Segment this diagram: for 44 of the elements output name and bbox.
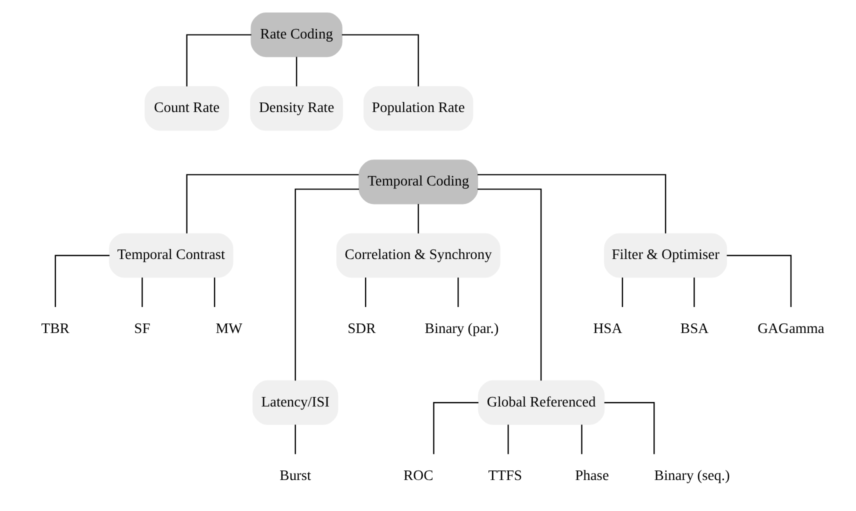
connector <box>342 34 419 86</box>
connector <box>433 402 478 454</box>
node-box: Global Referenced <box>478 380 605 425</box>
connector <box>214 278 216 307</box>
node-box: Temporal Contrast <box>109 233 234 278</box>
node-box: Density Rate <box>250 86 343 131</box>
node-text: Phase <box>575 468 609 484</box>
connector <box>458 278 459 307</box>
node-text: SF <box>134 320 150 337</box>
node-box: Rate Coding <box>250 12 342 58</box>
node-text: GAGamma <box>758 320 824 337</box>
connector <box>294 188 359 381</box>
node-box: Correlation & Synchrony <box>336 233 500 278</box>
node-text: MW <box>216 320 242 337</box>
node-text: BSA <box>680 320 709 337</box>
node-text: Binary (par.) <box>424 320 499 337</box>
connector <box>54 254 110 307</box>
connector <box>142 278 143 307</box>
connector <box>296 56 298 86</box>
connector <box>508 424 509 454</box>
connector <box>581 424 582 454</box>
connector <box>478 174 666 234</box>
connector <box>726 254 792 307</box>
connector <box>622 278 624 307</box>
connector <box>365 278 366 307</box>
connector <box>418 204 419 234</box>
connector <box>694 278 695 307</box>
node-box: Count Rate <box>144 86 230 131</box>
node-text: TTFS <box>488 468 522 484</box>
node-box: Latency/ISI <box>252 380 338 425</box>
node-text: SDR <box>348 320 376 337</box>
connector <box>294 424 296 454</box>
node-text: Binary (seq.) <box>654 468 730 484</box>
node-text: ROC <box>403 468 434 484</box>
node-box: Temporal Coding <box>358 160 478 204</box>
connector <box>604 402 655 454</box>
node-text: HSA <box>593 320 622 337</box>
node-box: Population Rate <box>363 86 474 131</box>
connector <box>186 34 252 86</box>
connector <box>186 174 359 234</box>
node-text: Burst <box>280 468 312 484</box>
node-box: Filter & Optimiser <box>604 233 728 278</box>
connector <box>478 188 542 381</box>
node-text: TBR <box>41 320 70 337</box>
